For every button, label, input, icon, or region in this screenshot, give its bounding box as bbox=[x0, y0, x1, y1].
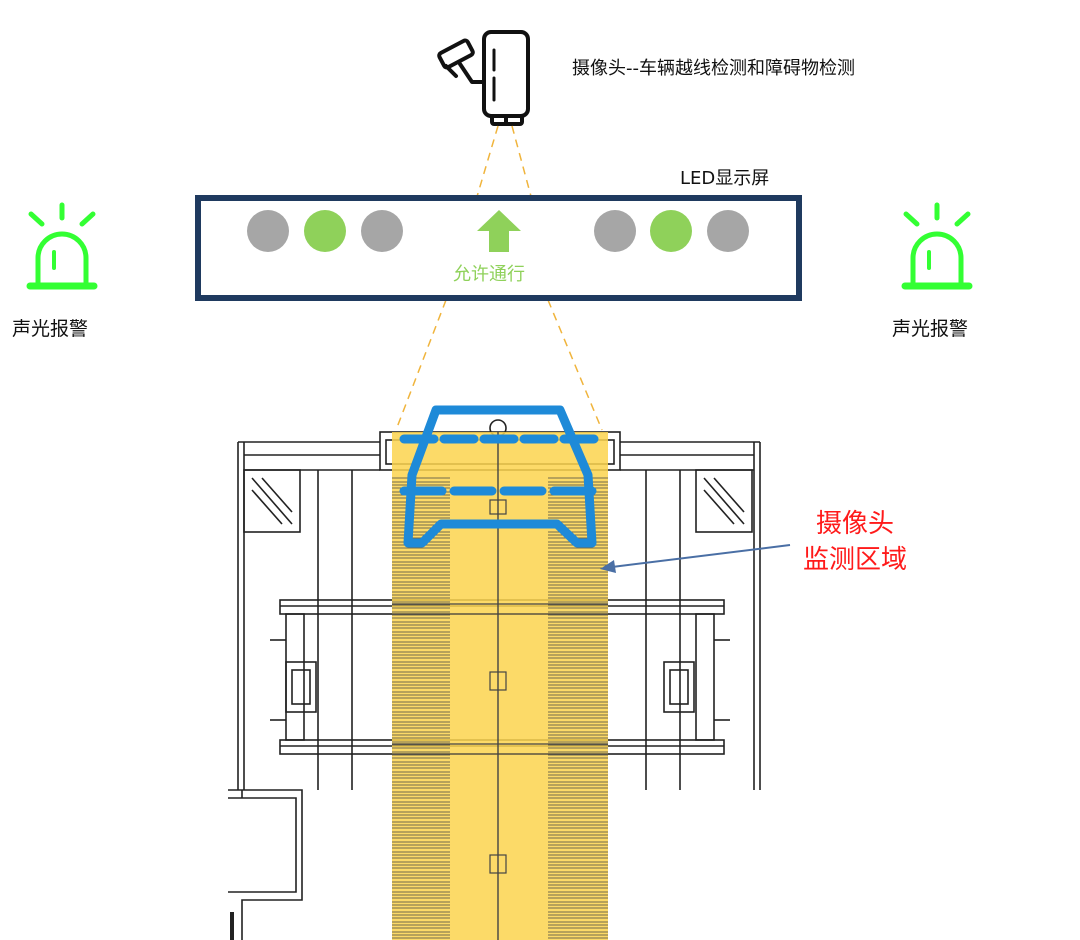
car-front-icon bbox=[399, 405, 603, 548]
led-display-caption: LED显示屏 bbox=[680, 168, 770, 189]
led-status-text: 允许通行 bbox=[453, 264, 525, 285]
siren-icon bbox=[26, 202, 98, 290]
led-light-left-1 bbox=[247, 210, 289, 252]
led-light-left-3 bbox=[361, 210, 403, 252]
detection-zone-label-line1: 摄像头 bbox=[815, 509, 894, 539]
zone-pointer-arrow bbox=[600, 544, 791, 573]
led-light-left-2 bbox=[304, 210, 346, 252]
left-alarm-label: 声光报警 bbox=[12, 318, 89, 340]
up-arrow-icon bbox=[477, 210, 521, 252]
cctv-camera-icon bbox=[437, 30, 530, 126]
led-light-right-3 bbox=[707, 210, 749, 252]
camera-caption: 摄像头--车辆越线检测和障碍物检测 bbox=[572, 58, 855, 79]
led-display-panel bbox=[195, 195, 802, 301]
projection-lines bbox=[395, 125, 603, 431]
siren-icon bbox=[901, 202, 973, 290]
right-alarm-label: 声光报警 bbox=[892, 318, 969, 340]
detection-zone-label: 摄像头 监测区域 bbox=[790, 506, 920, 578]
led-light-right-1 bbox=[594, 210, 636, 252]
led-light-right-2 bbox=[650, 210, 692, 252]
detection-zone bbox=[392, 432, 608, 940]
machinery-drawing bbox=[228, 419, 761, 940]
detection-zone-label-line2: 监测区域 bbox=[802, 545, 907, 575]
